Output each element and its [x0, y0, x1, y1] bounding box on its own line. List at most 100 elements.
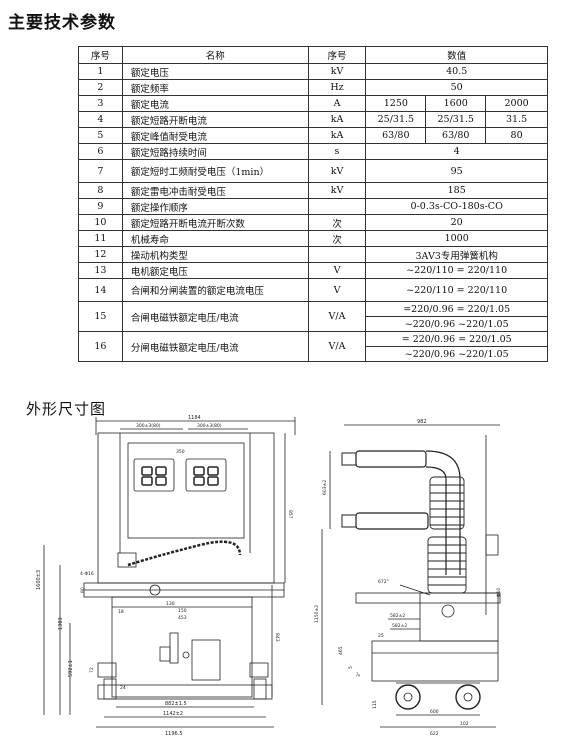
dim-622: 622 — [430, 731, 439, 737]
row-unit: V — [307, 262, 367, 279]
dim-600: 600 — [430, 709, 439, 715]
dim-603: 603±2 — [322, 480, 328, 495]
dim-672: 672° — [378, 579, 389, 585]
row-value: 0-0.3s-CO-180s-CO — [365, 198, 548, 215]
row-no: 7 — [78, 159, 123, 183]
dim-130: 130 — [166, 601, 175, 607]
row-name: 额定操作顺序 — [121, 198, 309, 215]
table-header-row: 序号名称序号数值 — [78, 46, 548, 64]
dim-top-982: 982 — [417, 419, 427, 425]
side-view: 982 603±2 1150±2 672° Φ — [314, 419, 502, 737]
row-value: 50 — [365, 79, 548, 96]
dim-phi10: Φ10 — [496, 588, 502, 597]
dim-72: 72 — [89, 667, 95, 673]
row-no: 12 — [78, 246, 123, 263]
row-name: 额定频率 — [121, 79, 309, 96]
dim-1150: 1150±2 — [314, 605, 320, 623]
dim-582b: 582±2 — [392, 623, 407, 629]
front-view: 1184 300±3(80) 300±3(80) 350 957 1600±3 … — [36, 415, 296, 737]
row-unit: V/A — [307, 301, 367, 332]
row-value: 63/80 — [425, 127, 487, 144]
row-name: 电机额定电压 — [121, 262, 309, 279]
row-value: 185 — [365, 182, 548, 199]
row-name: 合闸电磁铁额定电压/电流 — [121, 301, 309, 332]
row-name: 合闸和分闸装置的额定电流电压 — [121, 278, 309, 302]
dim-592: 592±1 — [68, 660, 74, 677]
row-value: 4 — [365, 143, 548, 160]
row-value: ~220/110 = 220/110 — [365, 262, 548, 279]
row-no: 5 — [78, 127, 123, 144]
row-name: 额定短路开断电流开断次数 — [121, 214, 309, 231]
row-name: 操动机构类型 — [121, 246, 309, 263]
row-value-line: ~220/0.96 ~220/1.05 — [365, 316, 548, 332]
dim-453: 453 — [178, 615, 187, 621]
row-value: 20 — [365, 214, 548, 231]
dim-bottom-882: 882±1.5 — [165, 701, 187, 707]
dim-465: 465 — [338, 646, 344, 655]
row-no: 15 — [78, 301, 123, 332]
row-value: 80 — [485, 127, 548, 144]
row-value: 95 — [365, 159, 548, 183]
dim-80: 80 — [80, 587, 86, 593]
row-no: 11 — [78, 230, 123, 247]
row-unit — [307, 246, 367, 263]
row-unit: A — [307, 95, 367, 112]
dim-left-pole: 300±3(80) — [136, 423, 161, 429]
dim-4phi16: 4-Φ16 — [80, 571, 94, 577]
dim-843: 843 — [274, 633, 280, 642]
dim-18: 18 — [118, 609, 124, 615]
row-no: 10 — [78, 214, 123, 231]
row-value: 1000 — [365, 230, 548, 247]
dim-150: 150 — [178, 608, 187, 614]
row-value: 1600 — [425, 95, 487, 112]
dim-height-1383: 1383 — [58, 617, 64, 630]
row-value: 1250 — [365, 95, 427, 112]
row-unit: Hz — [307, 79, 367, 96]
dim-582a: 582±2 — [390, 613, 405, 619]
row-value-line: ~220/0.96 ~220/1.05 — [365, 346, 548, 362]
row-no: 1 — [78, 63, 123, 80]
row-value: 63/80 — [365, 127, 427, 144]
row-name: 额定电压 — [121, 63, 309, 80]
dim-102: 102 — [460, 721, 469, 727]
row-unit — [307, 198, 367, 215]
dim-5: 5 — [348, 666, 354, 669]
row-value-line: =220/0.96 = 220/1.05 — [365, 301, 548, 317]
row-value: 25/31.5 — [365, 111, 427, 128]
row-unit: 次 — [307, 214, 367, 231]
drawing-title: 外形尺寸图 — [26, 400, 107, 418]
row-value: 40.5 — [365, 63, 548, 80]
row-value: ~220/110 = 220/110 — [365, 278, 548, 302]
row-no: 2 — [78, 79, 123, 96]
header-unit: 序号 — [307, 46, 367, 64]
dim-bottom-1142: 1142±2 — [163, 711, 183, 717]
row-value: 3AV3专用弹簧机构 — [365, 246, 548, 263]
row-unit: kV — [307, 63, 367, 80]
header-no: 序号 — [78, 46, 123, 64]
outline-drawing: 1184 300±3(80) 300±3(80) 350 957 1600±3 … — [36, 415, 502, 737]
row-value: 31.5 — [485, 111, 548, 128]
row-name: 额定短时工频耐受电压（1min） — [121, 159, 309, 183]
row-unit: kA — [307, 111, 367, 128]
row-no: 9 — [78, 198, 123, 215]
row-no: 3 — [78, 95, 123, 112]
dim-top-width: 1184 — [188, 415, 201, 421]
dim-height-total: 1600±3 — [36, 570, 42, 590]
dim-24: 24 — [120, 685, 126, 691]
row-value-line: = 220/0.96 = 220/1.05 — [365, 331, 548, 347]
row-no: 14 — [78, 278, 123, 302]
row-no: 16 — [78, 331, 123, 362]
header-value: 数值 — [365, 46, 548, 64]
